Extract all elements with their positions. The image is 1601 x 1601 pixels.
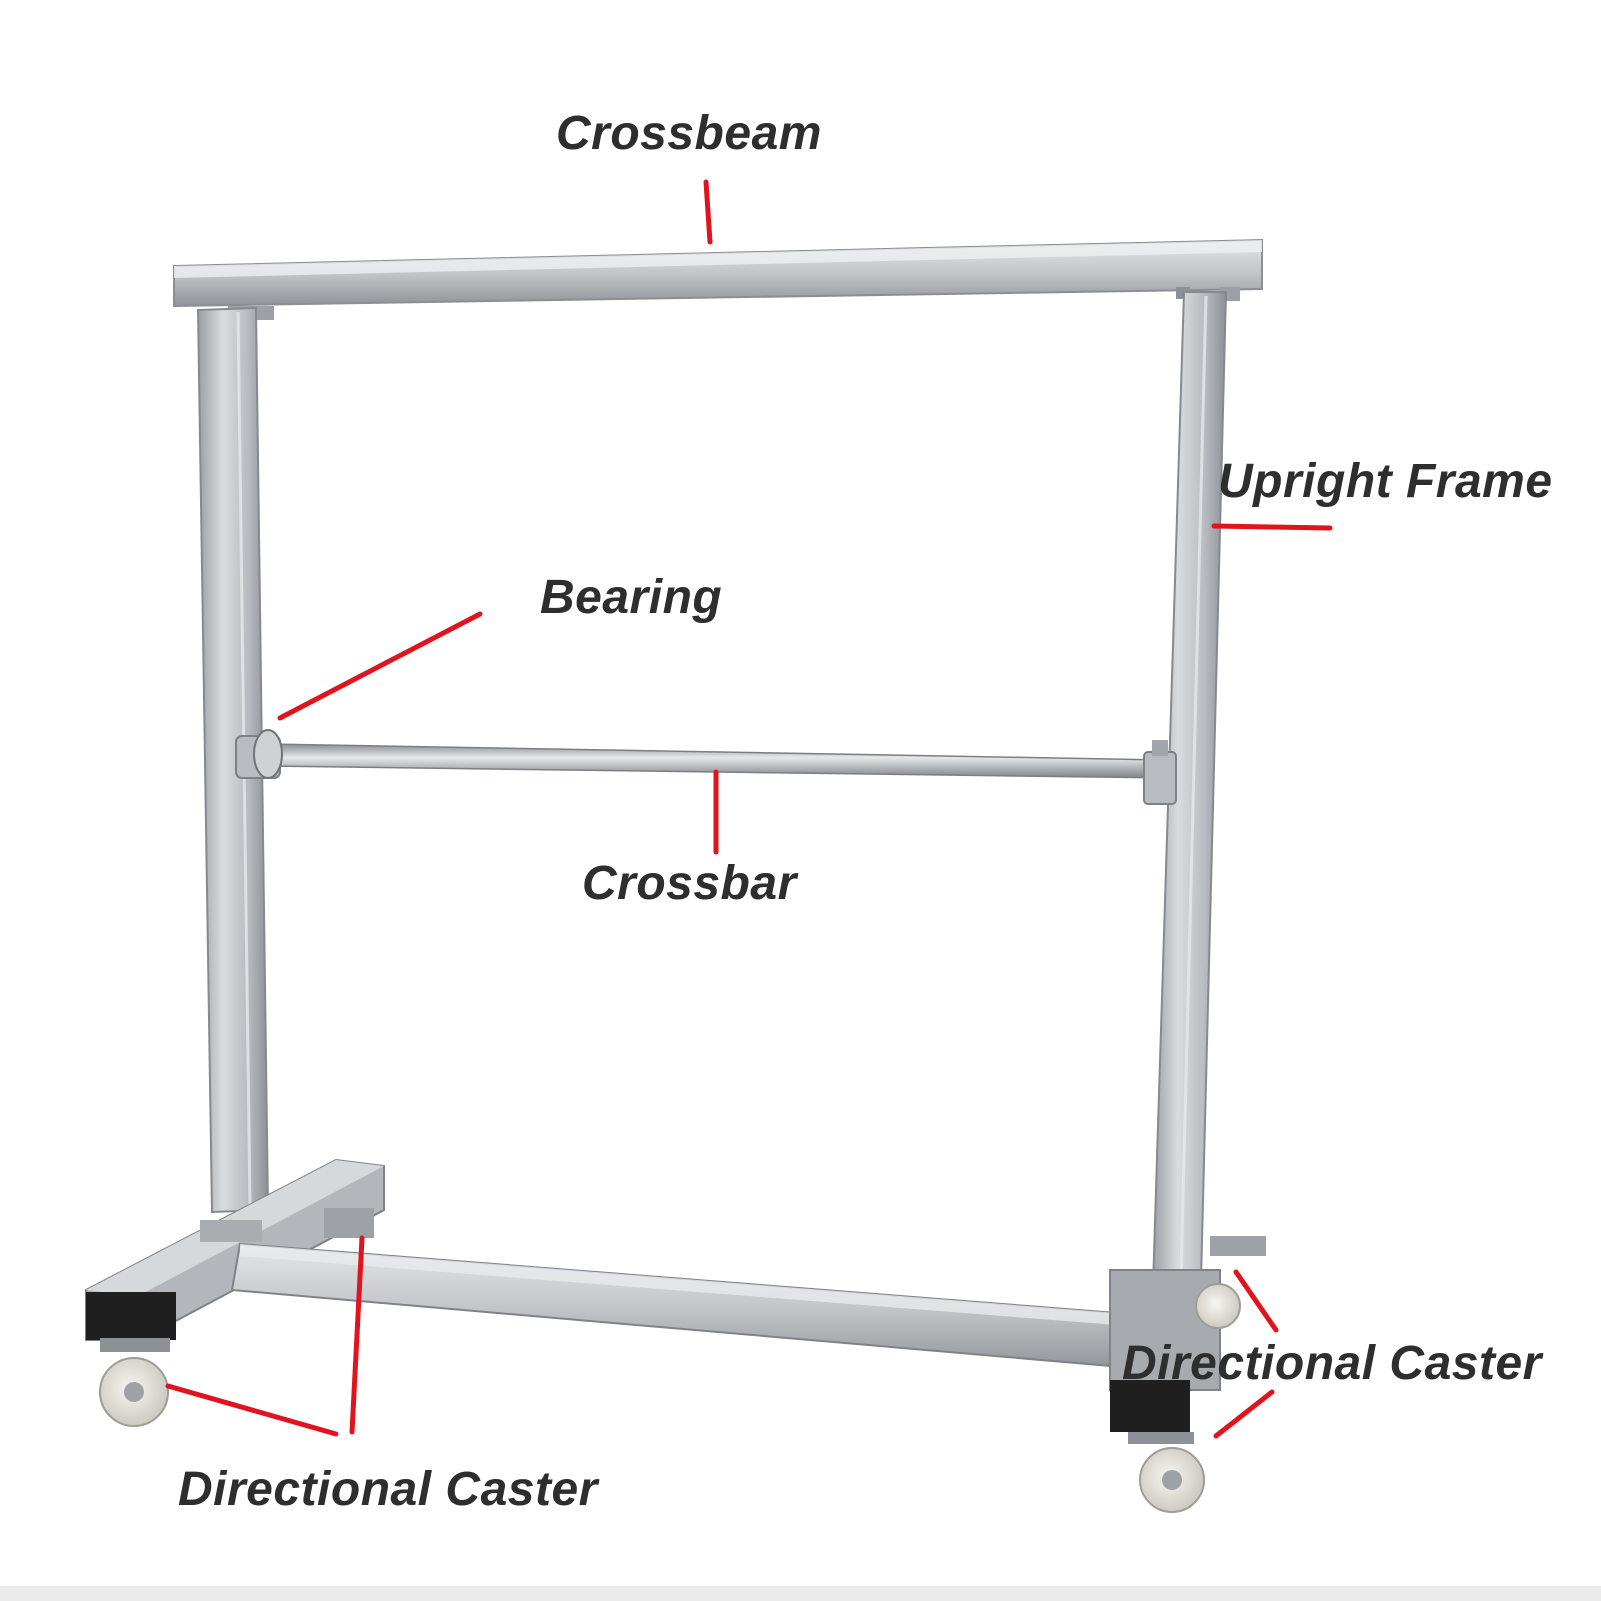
- leader-caster-left-2: [349, 1235, 365, 1435]
- bottom-base-rail: [230, 1242, 1181, 1374]
- left-base-foot: [85, 1158, 385, 1341]
- caster-right-front: [1128, 1432, 1205, 1513]
- right-base-foot: [1109, 1236, 1266, 1432]
- label-crossbar: Crossbar: [582, 857, 797, 910]
- caster-left-rear: [324, 1208, 374, 1238]
- leader-crossbeam: [703, 179, 713, 245]
- label-crossbeam: Crossbeam: [556, 107, 822, 160]
- leader-lines: [165, 179, 1333, 1439]
- label-bearing: Bearing: [540, 571, 723, 624]
- leader-bearing: [277, 611, 483, 721]
- leader-caster-right-2: [1213, 1389, 1275, 1439]
- caster-left-front: [99, 1338, 170, 1427]
- crossbeam-part: [173, 238, 1263, 320]
- caster-right-rear: [1195, 1283, 1241, 1329]
- label-upright-frame: Upright Frame: [1218, 455, 1553, 508]
- label-directional-caster-left: Directional Caster: [178, 1463, 598, 1516]
- leader-caster-left-1: [165, 1383, 339, 1437]
- bottom-strip: [0, 1586, 1601, 1601]
- crossbar-part: [235, 729, 1177, 805]
- label-directional-caster-right: Directional Caster: [1122, 1337, 1542, 1390]
- right-upright-part: [1150, 291, 1228, 1322]
- leader-upright-frame: [1211, 523, 1333, 531]
- leader-caster-right-1: [1233, 1269, 1279, 1333]
